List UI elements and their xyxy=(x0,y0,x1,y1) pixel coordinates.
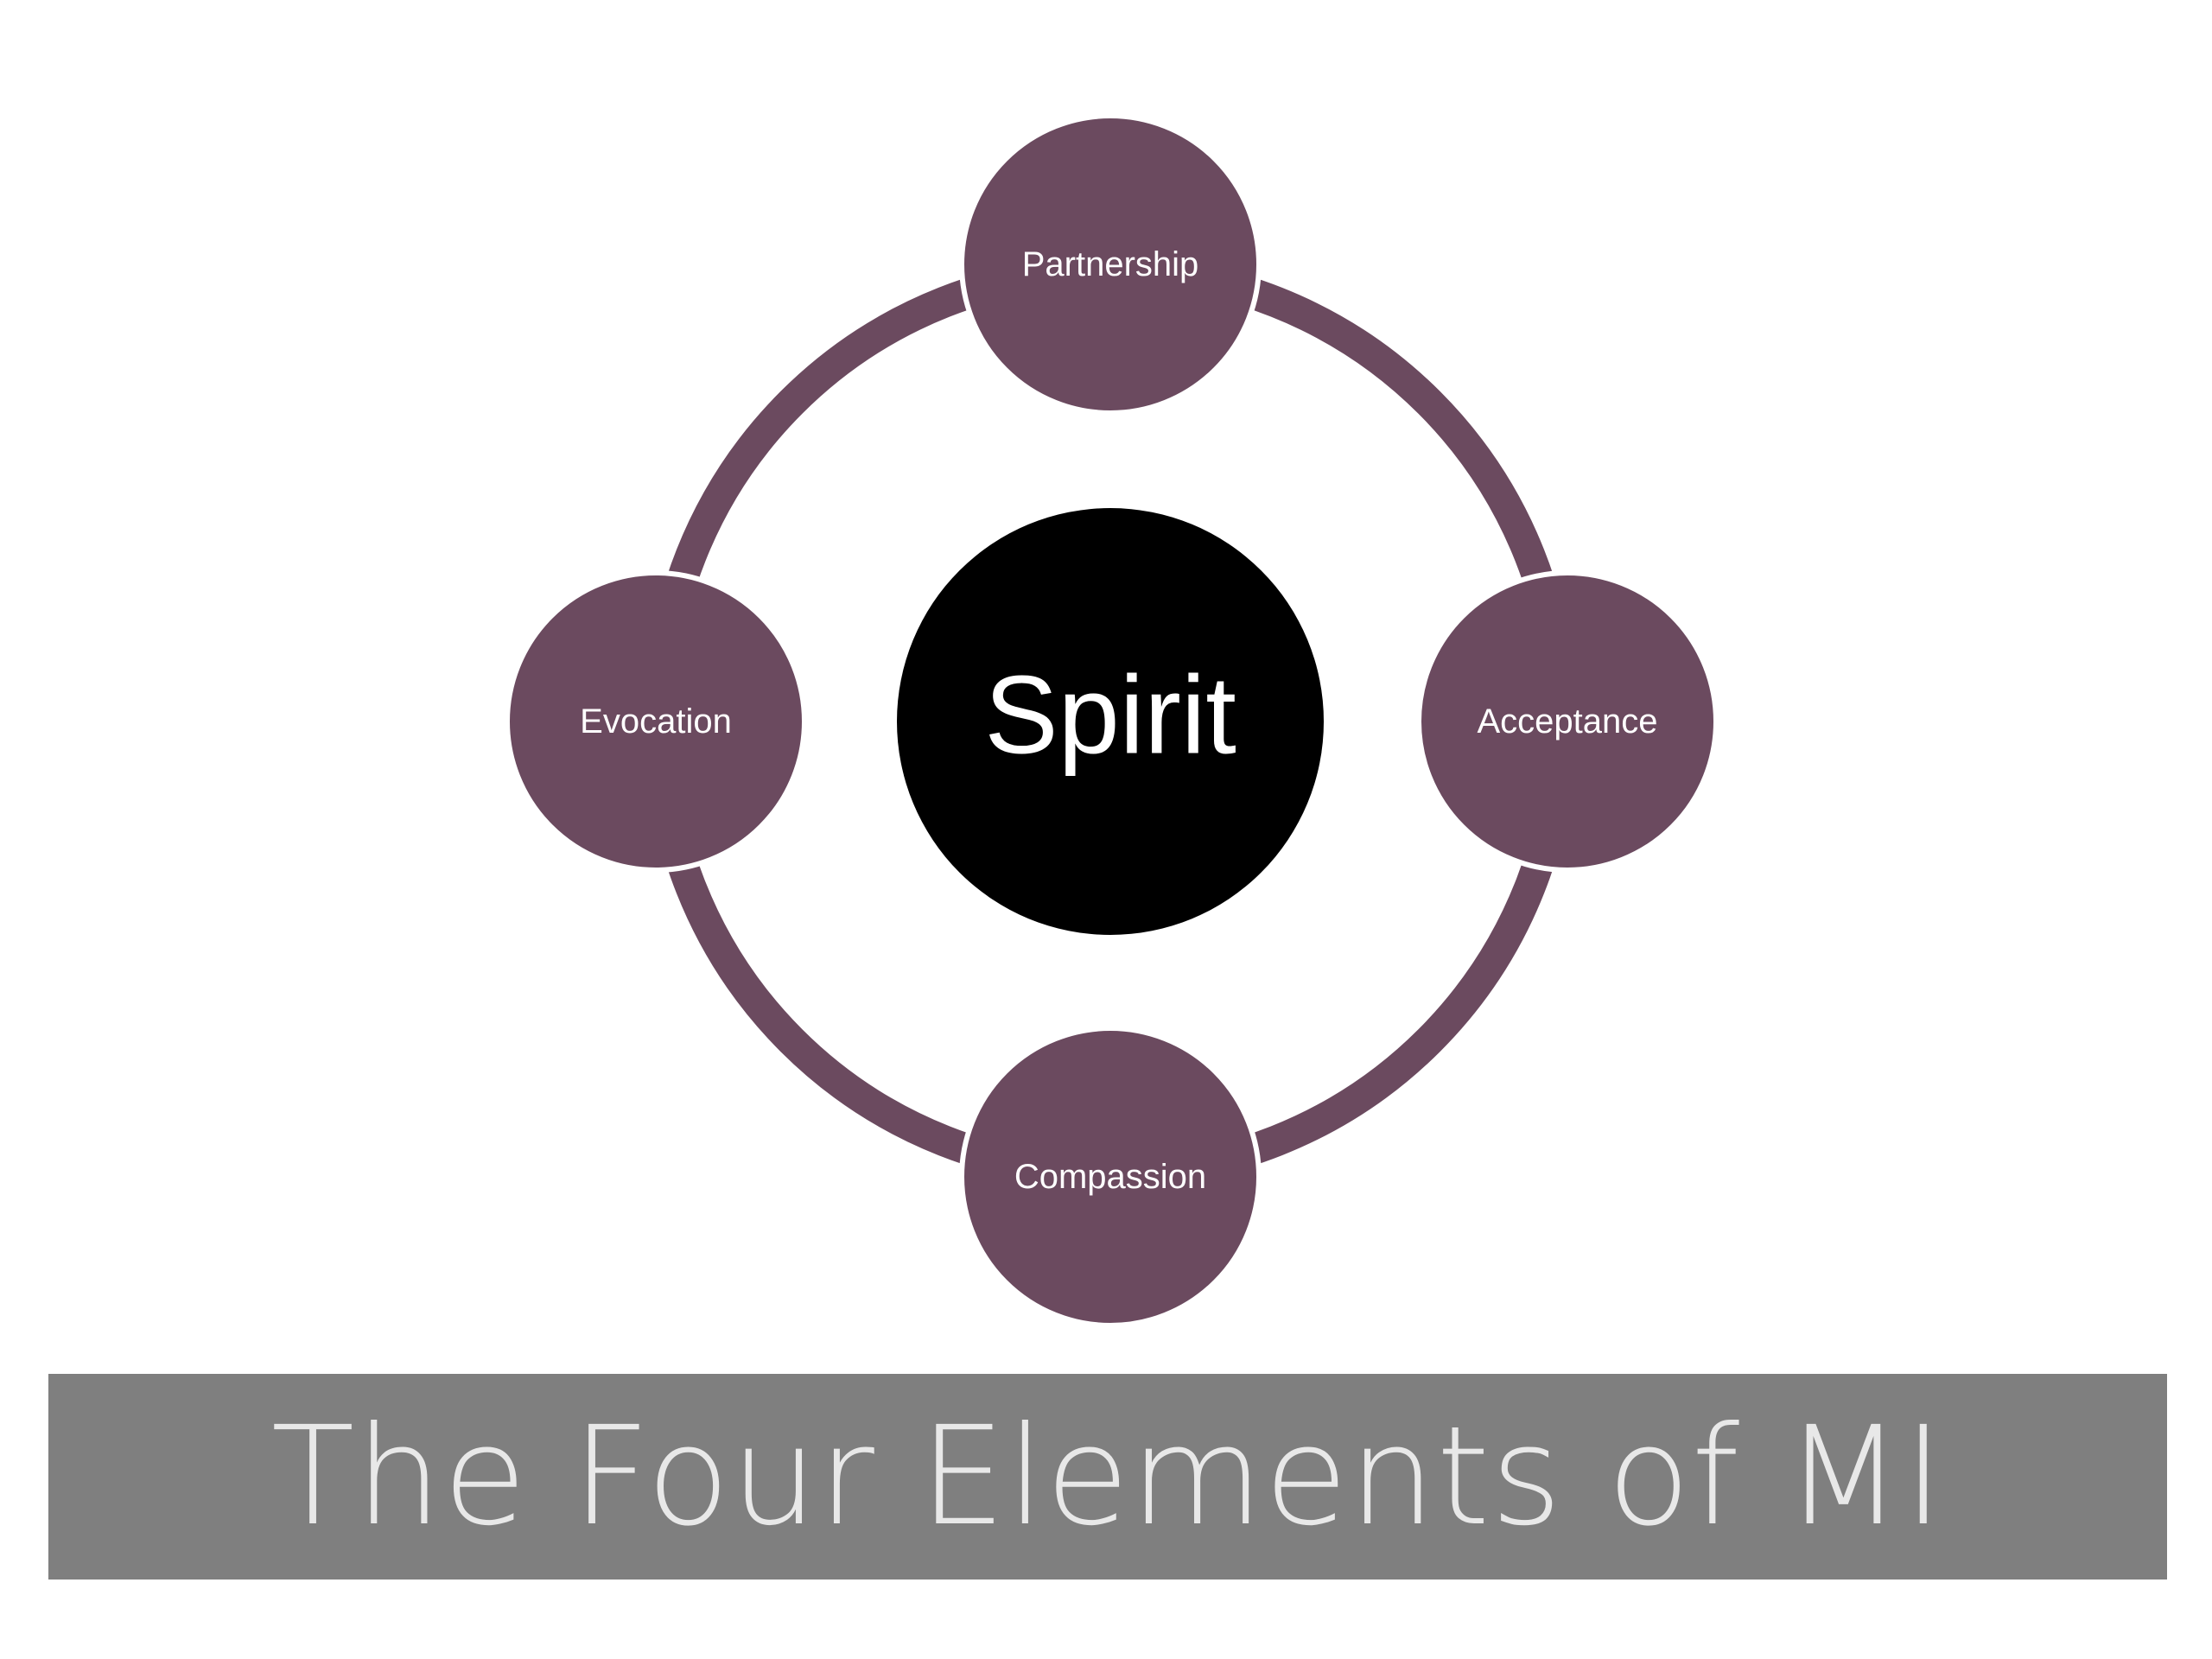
element-circle xyxy=(959,1026,1262,1328)
element-node-top: Partnership xyxy=(959,113,1262,416)
center-node: Spirit xyxy=(897,508,1324,935)
slide-title: The Four Elements of MI xyxy=(270,1397,1945,1556)
element-circle xyxy=(1416,570,1719,873)
element-label-compassion: Compassion xyxy=(1014,1158,1206,1196)
center-circle xyxy=(897,508,1324,935)
element-node-bottom: Compassion xyxy=(959,1026,1262,1328)
title-band: The Four Elements of MI xyxy=(48,1374,2167,1580)
element-node-right: Acceptance xyxy=(1416,570,1719,873)
element-label-acceptance: Acceptance xyxy=(1477,702,1657,741)
element-label-partnership: Partnership xyxy=(1022,245,1199,283)
element-node-left: Evocation xyxy=(505,570,807,873)
element-circle xyxy=(959,113,1262,416)
element-label-evocation: Evocation xyxy=(580,702,732,741)
center-label: Spirit xyxy=(984,654,1236,778)
element-circle xyxy=(505,570,807,873)
